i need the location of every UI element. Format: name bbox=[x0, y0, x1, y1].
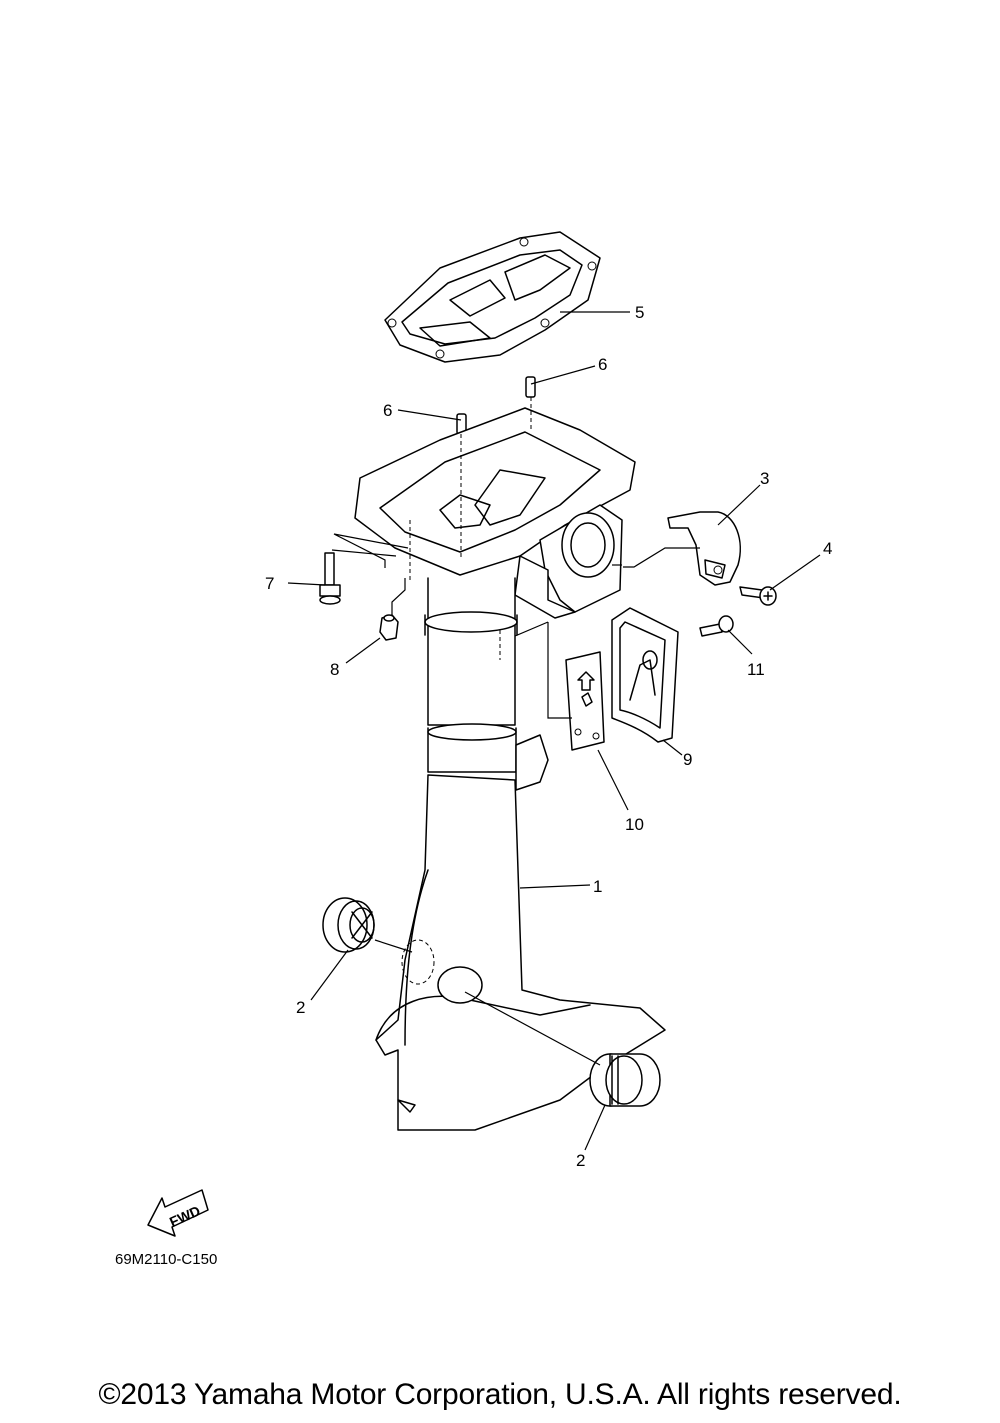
clamp-part bbox=[667, 511, 742, 586]
fwd-arrow-icon bbox=[147, 1189, 209, 1237]
copyright-notice: ©2013 Yamaha Motor Corporation, U.S.A. A… bbox=[98, 1378, 902, 1411]
callout-7: 7 bbox=[265, 574, 274, 593]
callout-1: 1 bbox=[593, 877, 602, 896]
grease-nipple-part bbox=[379, 614, 399, 641]
diagram-code: 69M2110-C150 bbox=[115, 1251, 217, 1268]
callout-3: 3 bbox=[760, 469, 769, 488]
screw-part bbox=[739, 586, 777, 606]
callout-8: 8 bbox=[330, 660, 339, 679]
upper-casing-part bbox=[354, 397, 666, 1131]
screw-part-small bbox=[699, 615, 734, 637]
plate-part bbox=[565, 651, 605, 751]
bolt-part bbox=[319, 552, 341, 605]
callout-2-upper: 2 bbox=[296, 998, 305, 1017]
callout-5: 5 bbox=[635, 303, 644, 322]
callout-4: 4 bbox=[823, 539, 832, 558]
callout-6-right: 6 bbox=[598, 355, 607, 374]
grommet-part-lower bbox=[589, 1053, 661, 1107]
callout-6-left: 6 bbox=[383, 401, 392, 420]
grommet-part-upper bbox=[322, 897, 375, 953]
callout-10: 10 bbox=[625, 815, 644, 834]
callout-9: 9 bbox=[683, 750, 692, 769]
callout-11: 11 bbox=[747, 660, 765, 679]
cover-part bbox=[611, 607, 679, 743]
callout-2-lower: 2 bbox=[576, 1151, 585, 1170]
gasket-part bbox=[384, 231, 601, 363]
